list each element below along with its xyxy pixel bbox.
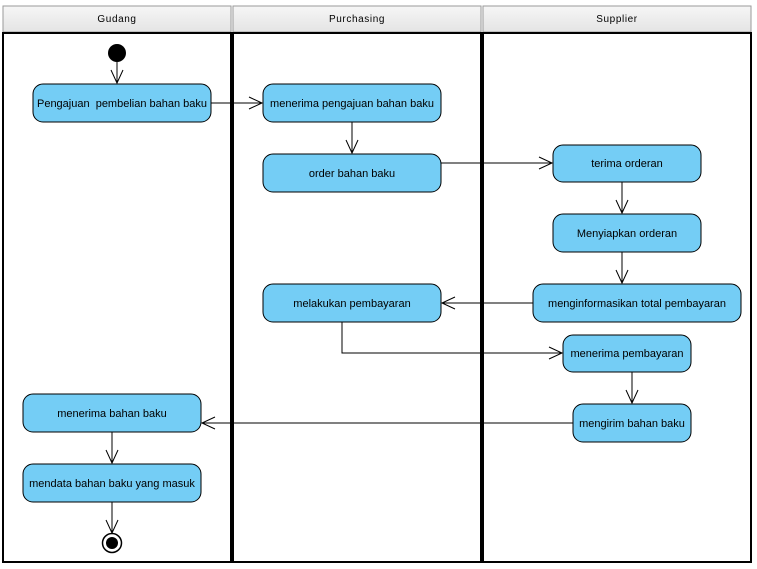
activity-label: menerima pengajuan bahan baku	[270, 98, 434, 110]
lane-header-purchasing	[232, 5, 482, 33]
activity-menyiapkan: Menyiapkan orderan	[552, 213, 702, 253]
activity-label: menerima bahan baku	[57, 408, 166, 420]
activity-label: menginformasikan total pembayaran	[548, 298, 726, 310]
initial-node	[108, 44, 126, 62]
activity-box	[552, 144, 702, 183]
final-node	[101, 532, 123, 554]
activity-melakukan-pembayaran: melakukan pembayaran	[262, 283, 442, 323]
flow-pengajuan-menerima	[211, 96, 264, 110]
lane-title-gudang: Gudang	[97, 14, 136, 25]
activity-label: order bahan baku	[309, 168, 395, 180]
activity-label: mendata bahan baku yang masuk	[29, 478, 195, 490]
activity-box	[562, 334, 692, 373]
swimlanes	[2, 32, 752, 563]
flow-menyiapkan-menginformasikan	[615, 252, 629, 285]
control-flows	[105, 62, 639, 535]
activity-box	[552, 213, 702, 253]
activity-menerima-bahan: menerima bahan baku	[22, 393, 202, 433]
lane-title-supplier: Supplier	[596, 14, 638, 25]
activity-menginformasikan: menginformasikan total pembayaran	[532, 283, 742, 323]
activity-terima-orderan: terima orderan	[552, 144, 702, 183]
activity-label: mengirim bahan baku	[579, 418, 685, 430]
lane-headers: Gudang Purchasing Supplier	[2, 5, 752, 33]
activity-order: order bahan baku	[262, 153, 442, 193]
flow-melakukan-menerima-pembayaran	[341, 322, 564, 360]
flow-menerima-order	[345, 122, 359, 155]
activities: Pengajuan pembelian bahan baku menerima …	[22, 83, 742, 503]
flow-menerima-mendata	[105, 432, 119, 465]
flow-order-terima	[441, 156, 554, 170]
activity-mengirim: mengirim bahan baku	[572, 403, 692, 443]
activity-menerima-pengajuan: menerima pengajuan bahan baku	[262, 83, 442, 123]
lane-purchasing	[232, 32, 482, 563]
activity-mendata: mendata bahan baku yang masuk	[22, 463, 202, 503]
flow-terima-menyiapkan	[615, 182, 629, 215]
activity-label: terima orderan	[591, 158, 663, 170]
activity-pengajuan: Pengajuan pembelian bahan baku	[32, 83, 212, 123]
activity-label: menerima pembayaran	[570, 348, 683, 360]
flow-mengirim-menerima-bahan	[200, 416, 573, 430]
activity-menerima-pembayaran: menerima pembayaran	[562, 334, 692, 373]
activity-label: melakukan pembayaran	[293, 298, 410, 310]
lane-header-gudang	[2, 5, 232, 33]
activity-label: Pengajuan pembelian bahan baku	[37, 98, 207, 110]
lane-title-purchasing: Purchasing	[329, 14, 385, 25]
lane-header-supplier	[482, 5, 752, 33]
flow-menginformasikan-melakukan	[440, 296, 533, 310]
flow-pembayaran-mengirim	[625, 372, 639, 405]
lane-gudang	[2, 32, 232, 563]
flow-mendata-final	[105, 502, 119, 535]
lane-supplier	[482, 32, 752, 563]
activity-label: Menyiapkan orderan	[577, 228, 677, 240]
flow-start-pengajuan	[110, 62, 124, 85]
